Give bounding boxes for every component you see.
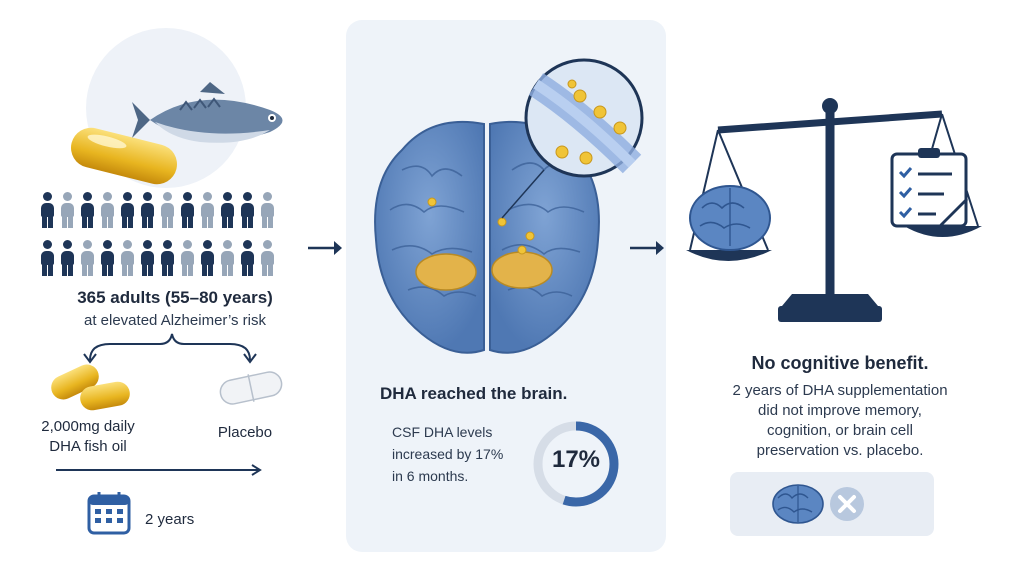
participants-grid	[40, 192, 300, 288]
ring-value: 17%	[551, 446, 601, 473]
person-icon	[100, 240, 115, 276]
person-icon	[80, 192, 95, 228]
scale-icon	[686, 98, 982, 322]
no-benefit-badge	[730, 472, 934, 536]
csf-text: increased by 17%	[392, 446, 504, 462]
treatment-dose: 2,000mg daily	[41, 418, 135, 435]
result-text: cognition, or brain cell	[767, 422, 913, 439]
person-icon	[120, 240, 135, 276]
result-heading: No cognitive benefit.	[751, 353, 929, 373]
person-icon	[260, 240, 275, 276]
person-icon	[200, 192, 215, 228]
csf-text: CSF DHA levels	[392, 424, 493, 440]
close-icon	[830, 487, 864, 521]
split-bracket	[83, 333, 257, 364]
csf-text: in 6 months.	[392, 468, 469, 484]
person-icon	[220, 192, 235, 228]
person-icon	[160, 192, 175, 228]
participants-row	[40, 240, 300, 276]
brain-heading: DHA reached the brain.	[380, 384, 568, 403]
person-icon	[220, 240, 235, 276]
magnified-neuron-icon	[524, 58, 644, 178]
person-icon	[40, 240, 55, 276]
person-icon	[140, 192, 155, 228]
person-icon	[180, 192, 195, 228]
person-icon	[80, 240, 95, 276]
capsule-icon	[71, 127, 177, 185]
brain-icon	[689, 185, 771, 251]
person-icon	[240, 240, 255, 276]
person-icon	[180, 240, 195, 276]
flow-arrow	[630, 241, 664, 255]
timeline-arrow	[56, 464, 262, 476]
person-icon	[140, 240, 155, 276]
result-text: 2 years of DHA supplementation	[732, 382, 948, 399]
person-icon	[60, 192, 75, 228]
clipboard-icon	[890, 148, 968, 230]
placebo-pill-icon	[219, 371, 283, 405]
person-icon	[260, 192, 275, 228]
participants-count: 365 adults (55–80 years)	[77, 288, 273, 307]
person-icon	[120, 192, 135, 228]
flow-arrow	[308, 241, 342, 255]
person-icon	[160, 240, 175, 276]
brain-icon	[772, 484, 824, 524]
ring-progress	[533, 421, 619, 507]
fish-icon	[132, 82, 283, 143]
duration-label: 2 years	[145, 511, 195, 528]
result-text: preservation vs. placebo.	[756, 442, 924, 459]
dha-increase-ring	[533, 421, 619, 507]
participants-risk: at elevated Alzheimer’s risk	[83, 312, 267, 329]
person-icon	[200, 240, 215, 276]
person-icon	[240, 192, 255, 228]
person-icon	[40, 192, 55, 228]
person-icon	[60, 240, 75, 276]
participants-row	[40, 192, 300, 228]
capsules-icon	[51, 364, 130, 411]
person-icon	[100, 192, 115, 228]
placebo-label: Placebo	[217, 424, 273, 441]
calendar-icon	[87, 492, 131, 535]
treatment-type: DHA fish oil	[49, 438, 127, 455]
result-text: did not improve memory,	[758, 402, 922, 419]
